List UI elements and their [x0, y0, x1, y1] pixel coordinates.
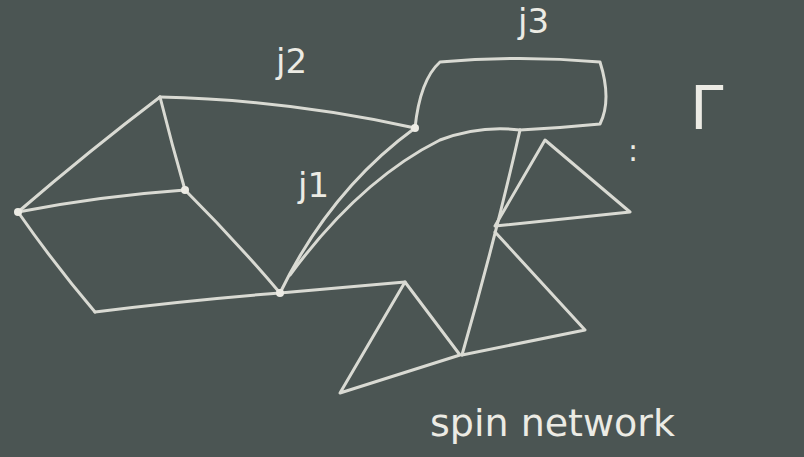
graph-vertices — [14, 124, 419, 297]
punctuation: : — [628, 136, 638, 166]
spin-label: j2 — [276, 44, 307, 78]
graph-symbol: Γ — [690, 78, 723, 138]
caption-text: spin network — [430, 404, 675, 442]
spin-label: j3 — [518, 4, 549, 38]
graph-edges — [18, 59, 630, 394]
spin-label: j1 — [298, 168, 329, 202]
